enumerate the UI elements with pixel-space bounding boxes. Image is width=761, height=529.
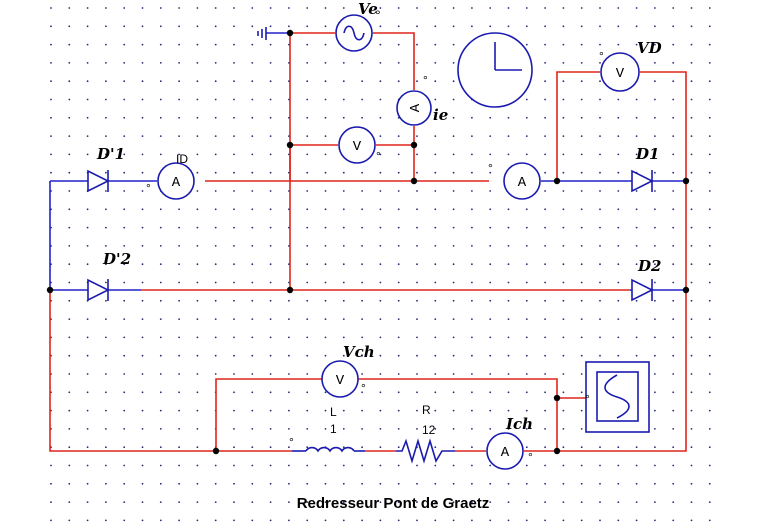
ammeter-ich[interactable]: A ° xyxy=(486,432,533,470)
inductor-value: 1 xyxy=(330,422,337,436)
svg-text:A: A xyxy=(518,175,527,191)
svg-text:°: ° xyxy=(376,149,381,163)
ammeter-id[interactable]: A ° xyxy=(146,162,195,200)
inductor-icon[interactable]: ° xyxy=(289,435,365,453)
ammeter-main[interactable]: A ° xyxy=(488,161,541,200)
svg-text:°: ° xyxy=(585,392,590,406)
voltmeter-vd[interactable]: V ° xyxy=(599,49,640,92)
circuit-title: Redresseur Pont de Graetz xyxy=(297,495,490,512)
svg-text:A: A xyxy=(172,175,181,191)
oscilloscope-icon[interactable]: ° xyxy=(585,361,650,433)
svg-text:°: ° xyxy=(361,381,366,395)
wires-red xyxy=(49,32,687,452)
load-current-label: Ich xyxy=(505,415,533,433)
diode-current-label: ID xyxy=(176,152,188,166)
svg-text:°: ° xyxy=(423,73,428,87)
svg-text:V: V xyxy=(353,139,362,155)
inductor-name: L xyxy=(330,405,337,419)
resistor-icon[interactable] xyxy=(396,438,455,464)
ammeter-ie[interactable]: A ° xyxy=(396,73,432,126)
diode-d2[interactable] xyxy=(631,278,654,302)
diode-d-prime-1[interactable] xyxy=(87,169,110,193)
svg-text:°: ° xyxy=(528,450,533,464)
diode-1-label: D1 xyxy=(635,145,659,163)
source-current-label: ie xyxy=(433,106,448,124)
resistor-value: 12 xyxy=(422,423,436,437)
svg-text:°: ° xyxy=(599,49,604,63)
junction-nodes xyxy=(46,29,690,455)
svg-text:V: V xyxy=(336,373,345,389)
diode-d1[interactable] xyxy=(631,169,654,193)
resistor-name: R xyxy=(422,403,431,417)
ground-icon xyxy=(257,27,267,40)
diode-prime-2-label: D'2 xyxy=(102,250,131,268)
diode-d-prime-2[interactable] xyxy=(87,278,110,302)
svg-text:A: A xyxy=(408,103,424,112)
svg-text:°: ° xyxy=(488,161,493,175)
ac-source-icon[interactable]: ° xyxy=(335,7,381,52)
svg-text:°: ° xyxy=(146,181,151,195)
diode-prime-1-label: D'1 xyxy=(96,145,125,163)
load-voltage-label: Vch xyxy=(343,343,375,361)
svg-text:V: V xyxy=(616,66,625,82)
diode-2-label: D2 xyxy=(637,257,661,275)
diode-voltage-label: VD xyxy=(637,39,662,57)
voltmeter-source[interactable]: V ° xyxy=(338,126,381,164)
clock-icon[interactable] xyxy=(457,32,533,108)
svg-text:°: ° xyxy=(289,435,294,449)
svg-text:°: ° xyxy=(375,7,381,23)
svg-text:A: A xyxy=(501,445,510,461)
voltmeter-vch[interactable]: V ° xyxy=(321,360,366,398)
source-voltage-label: Ve xyxy=(358,0,378,18)
